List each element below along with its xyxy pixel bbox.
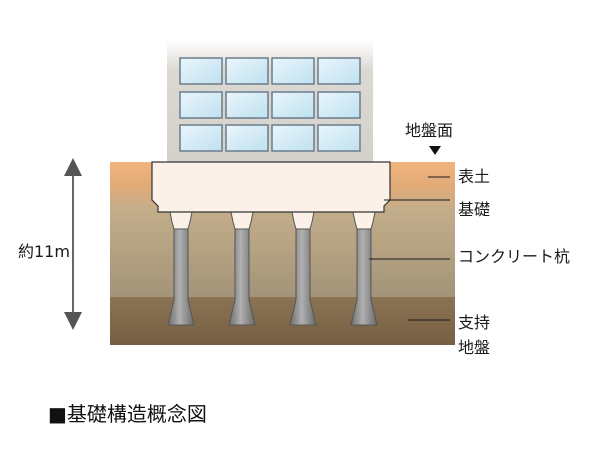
window — [225, 91, 269, 119]
window — [225, 124, 269, 152]
label-depth: 約11m — [18, 242, 70, 261]
label-ground-surface: 地盤面 — [405, 121, 454, 140]
label-bearing-layer-1: 支持 — [458, 313, 491, 332]
piles — [167, 227, 378, 326]
window — [225, 57, 269, 85]
bearing-layer — [110, 297, 455, 345]
depth-arrow-head-up — [64, 158, 82, 176]
label-foundation: 基礎 — [458, 200, 491, 219]
window — [271, 57, 315, 85]
window — [271, 124, 315, 152]
pile-cap — [291, 211, 315, 230]
window — [179, 91, 223, 119]
label-concrete-pile: コンクリート杭 — [458, 247, 571, 266]
depth-arrow-head-down — [64, 312, 82, 330]
foundation-block — [151, 161, 391, 213]
window — [179, 124, 223, 152]
pile-cap — [169, 211, 193, 230]
window — [179, 57, 223, 85]
depth-arrow — [64, 158, 82, 330]
window — [317, 91, 361, 119]
ground-surface-marker-icon — [429, 146, 441, 155]
label-topsoil: 表土 — [458, 167, 491, 186]
label-bearing-layer-2: 地盤 — [458, 338, 491, 357]
pile-cap — [352, 211, 376, 230]
building-windows — [179, 57, 361, 152]
window — [317, 124, 361, 152]
pile-cap — [230, 211, 254, 230]
window — [271, 91, 315, 119]
pile-caps — [169, 211, 376, 230]
diagram-caption: ■基礎構造概念図 — [48, 402, 207, 426]
leader-lines — [369, 176, 450, 321]
window — [317, 57, 361, 85]
